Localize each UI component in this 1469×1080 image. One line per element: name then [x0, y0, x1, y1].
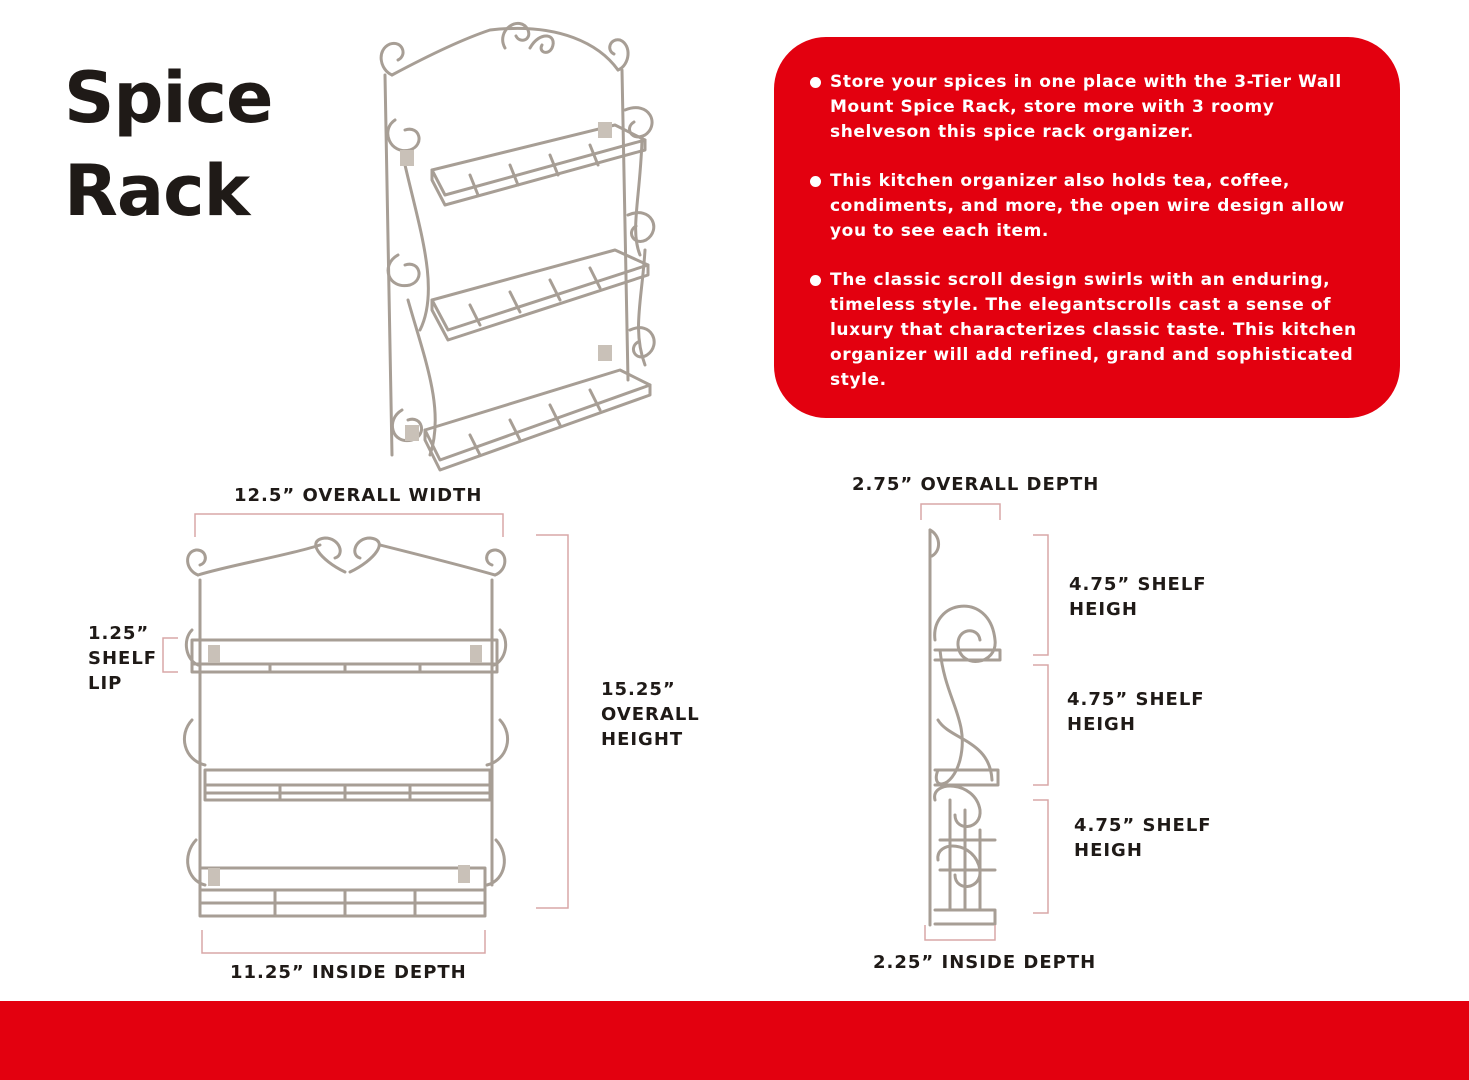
shelf-height-label-2: 4.75” SHELF HEIGH: [1067, 687, 1205, 737]
shelf-lip-line-2: SHELF: [88, 648, 158, 669]
feature-list-panel: Store your spices in one place with the …: [774, 37, 1400, 418]
feature-item: Store your spices in one place with the …: [810, 70, 1380, 145]
footer-bar: [0, 1001, 1469, 1080]
shelf-height-value: 4.75” SHELF: [1074, 815, 1212, 836]
feature-text: This kitchen organizer also holds tea, c…: [830, 171, 1345, 241]
feature-text: Store your spices in one place with the …: [830, 72, 1342, 142]
feature-text: The classic scroll design swirls with an…: [830, 270, 1357, 390]
overall-height-value: 15.25”: [601, 679, 676, 700]
overall-depth-label: 2.75” OVERALL DEPTH: [852, 474, 1100, 495]
shelf-lip-label: 1.25” SHELF LIP: [88, 621, 157, 696]
rack-angled-view-image: [379, 22, 656, 472]
shelf-height-line-2: HEIGH: [1067, 714, 1136, 735]
shelf-lip-line-3: LIP: [88, 673, 123, 694]
overall-height-line-3: HEIGHT: [601, 729, 684, 750]
product-illustrations: [162, 22, 1049, 954]
overall-height-line-2: OVERALL: [601, 704, 700, 725]
inside-width-label: 11.25” INSIDE DEPTH: [230, 962, 467, 983]
feature-item: This kitchen organizer also holds tea, c…: [810, 169, 1380, 244]
inside-depth-label: 2.25” INSIDE DEPTH: [873, 952, 1097, 973]
rack-side-view-image: [928, 528, 1002, 927]
shelf-height-line-2: HEIGH: [1069, 599, 1138, 620]
front-shelf-2: [203, 768, 492, 802]
bullet-icon: [810, 275, 821, 286]
overall-width-label: 12.5” OVERALL WIDTH: [234, 485, 483, 506]
front-shelf-3: [198, 866, 487, 918]
shelf-lip-value: 1.25”: [88, 623, 150, 644]
shelf-2: [430, 248, 650, 342]
dimension-guides: [162, 503, 1049, 954]
shelf-3: [423, 368, 652, 472]
shelf-height-line-2: HEIGH: [1074, 840, 1143, 861]
product-title: Spice Rack: [64, 52, 273, 238]
shelf-height-value: 4.75” SHELF: [1069, 574, 1207, 595]
front-shelf-1: [190, 638, 499, 674]
feature-item: The classic scroll design swirls with an…: [810, 268, 1380, 393]
shelf-height-value: 4.75” SHELF: [1067, 689, 1205, 710]
product-title-line-1: Spice: [64, 57, 273, 139]
rack-front-view-image: [182, 536, 510, 918]
shelf-1: [430, 123, 647, 207]
overall-height-label: 15.25” OVERALL HEIGHT: [601, 677, 700, 752]
shelf-height-label-1: 4.75” SHELF HEIGH: [1069, 572, 1207, 622]
bullet-icon: [810, 77, 821, 88]
product-title-line-2: Rack: [64, 150, 250, 232]
shelf-height-label-3: 4.75” SHELF HEIGH: [1074, 813, 1212, 863]
bullet-icon: [810, 176, 821, 187]
